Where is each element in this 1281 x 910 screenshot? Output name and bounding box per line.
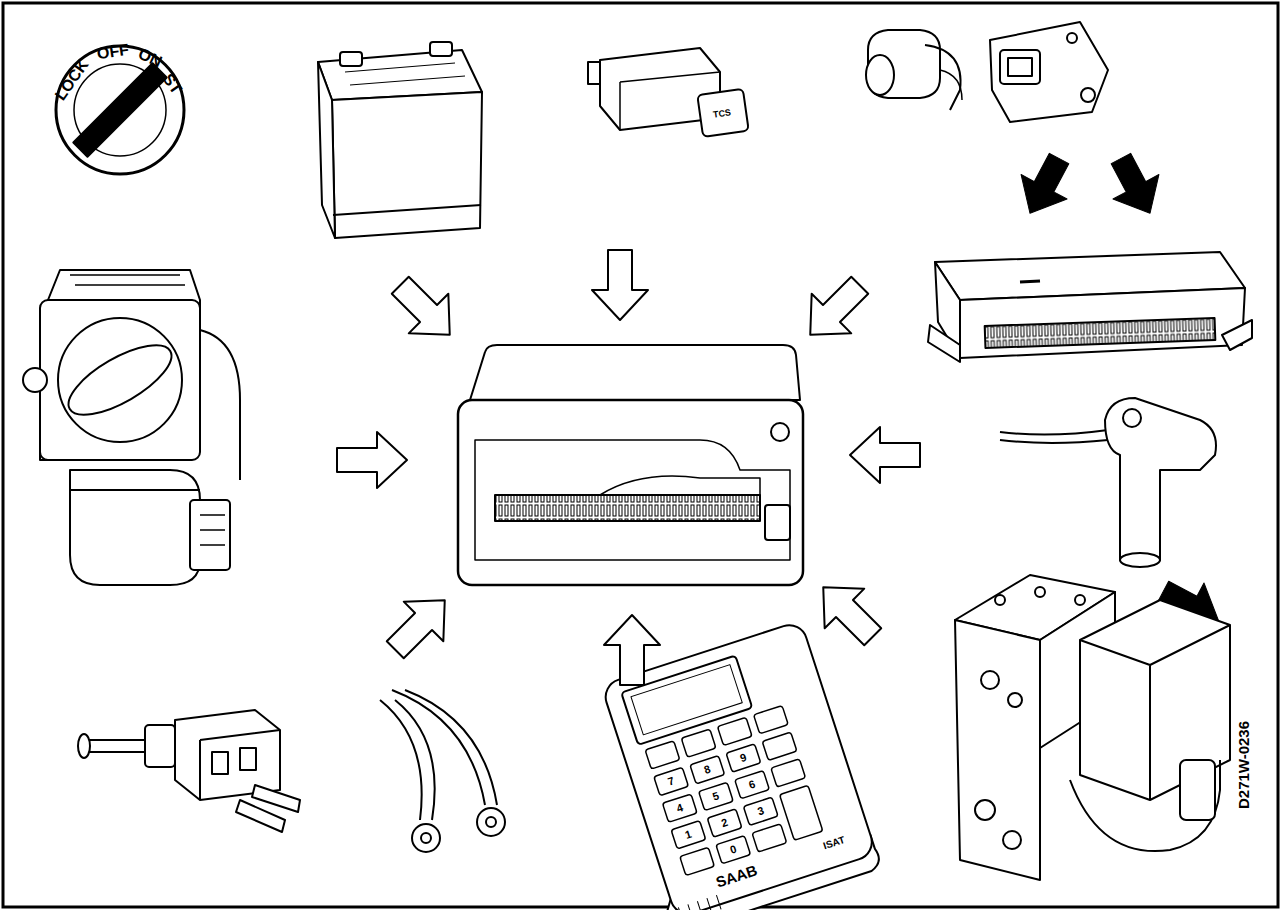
figure-id: D271W-0236 (1236, 721, 1251, 809)
input-arrow (790, 265, 879, 354)
wheel-sensor (866, 30, 962, 110)
tcs-control-module (458, 345, 803, 585)
input-arrow (850, 427, 920, 483)
throttle-body (23, 270, 240, 585)
brake-switch (78, 710, 300, 832)
hydraulic-unit (955, 575, 1230, 880)
battery (318, 42, 482, 238)
tcs-switch (588, 48, 749, 137)
input-arrow (337, 432, 407, 488)
input-arrow (1098, 146, 1173, 225)
ground-wires (380, 690, 505, 852)
input-arrow (380, 265, 469, 354)
input-arrow (604, 615, 660, 685)
input-arrow (375, 580, 464, 669)
input-arrow (803, 567, 892, 656)
position-sensor (1000, 398, 1216, 567)
input-arrow (1007, 146, 1082, 225)
input-arrow (592, 250, 648, 320)
engine-control-module (928, 252, 1252, 362)
throttle-sensor (990, 22, 1108, 122)
